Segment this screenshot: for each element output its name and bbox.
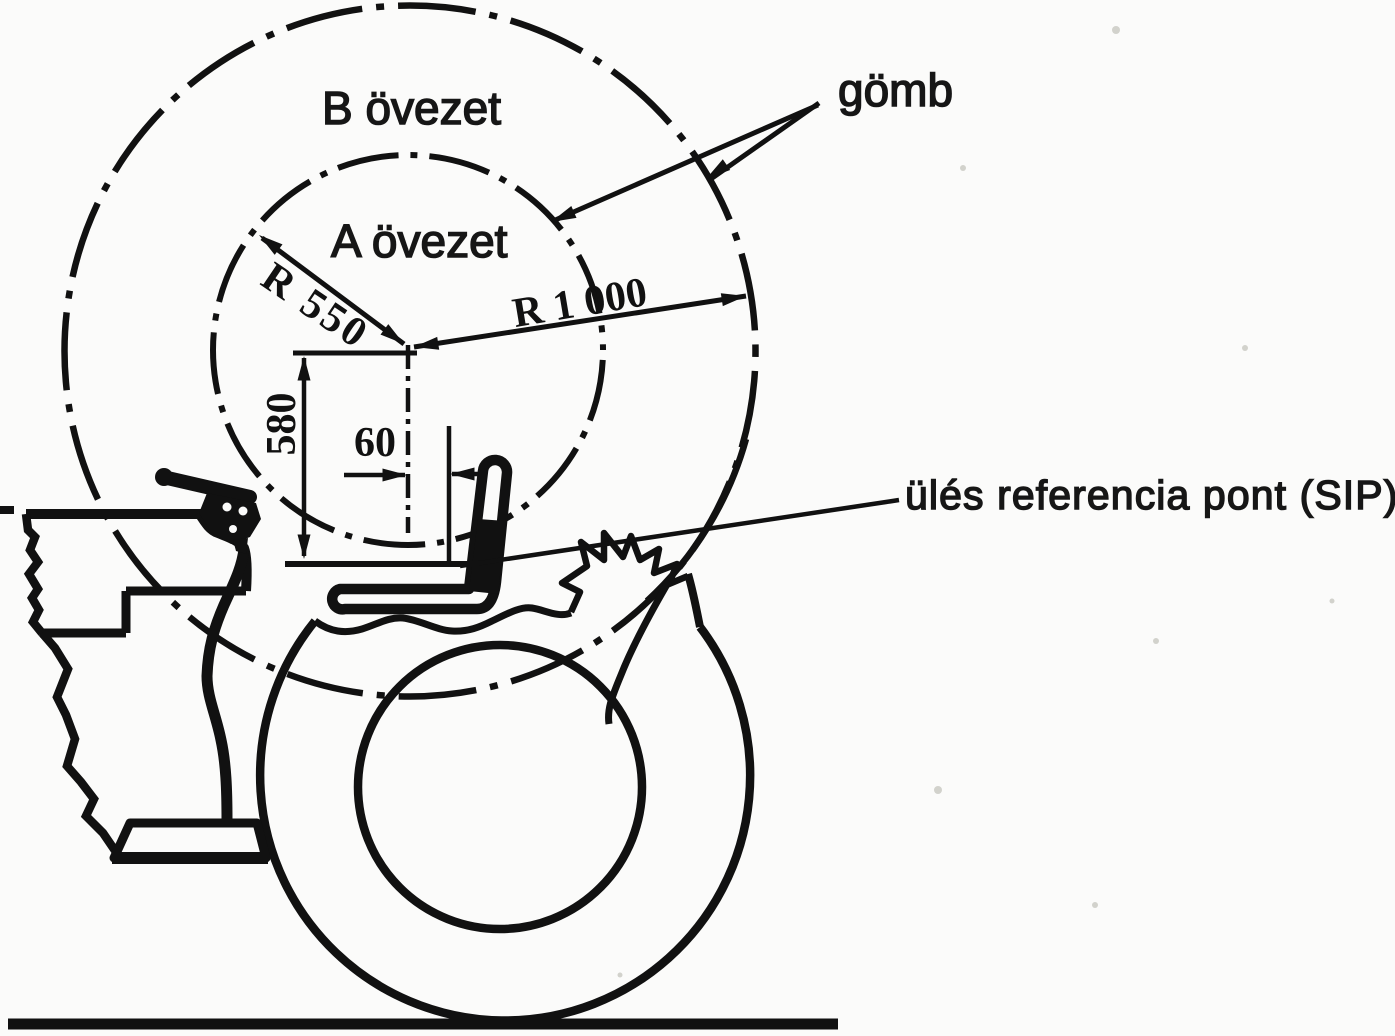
svg-text:R 550: R 550 [253, 254, 377, 359]
svg-text:B övezet: B övezet [322, 82, 501, 134]
svg-text:580: 580 [259, 393, 305, 456]
svg-text:gömb: gömb [838, 64, 953, 116]
svg-text:R 1 000: R 1 000 [509, 269, 650, 337]
svg-text:A övezet: A övezet [331, 215, 508, 267]
svg-text:60: 60 [354, 420, 396, 466]
svg-text:ülés referencia pont (SIP): ülés referencia pont (SIP) [905, 472, 1395, 518]
